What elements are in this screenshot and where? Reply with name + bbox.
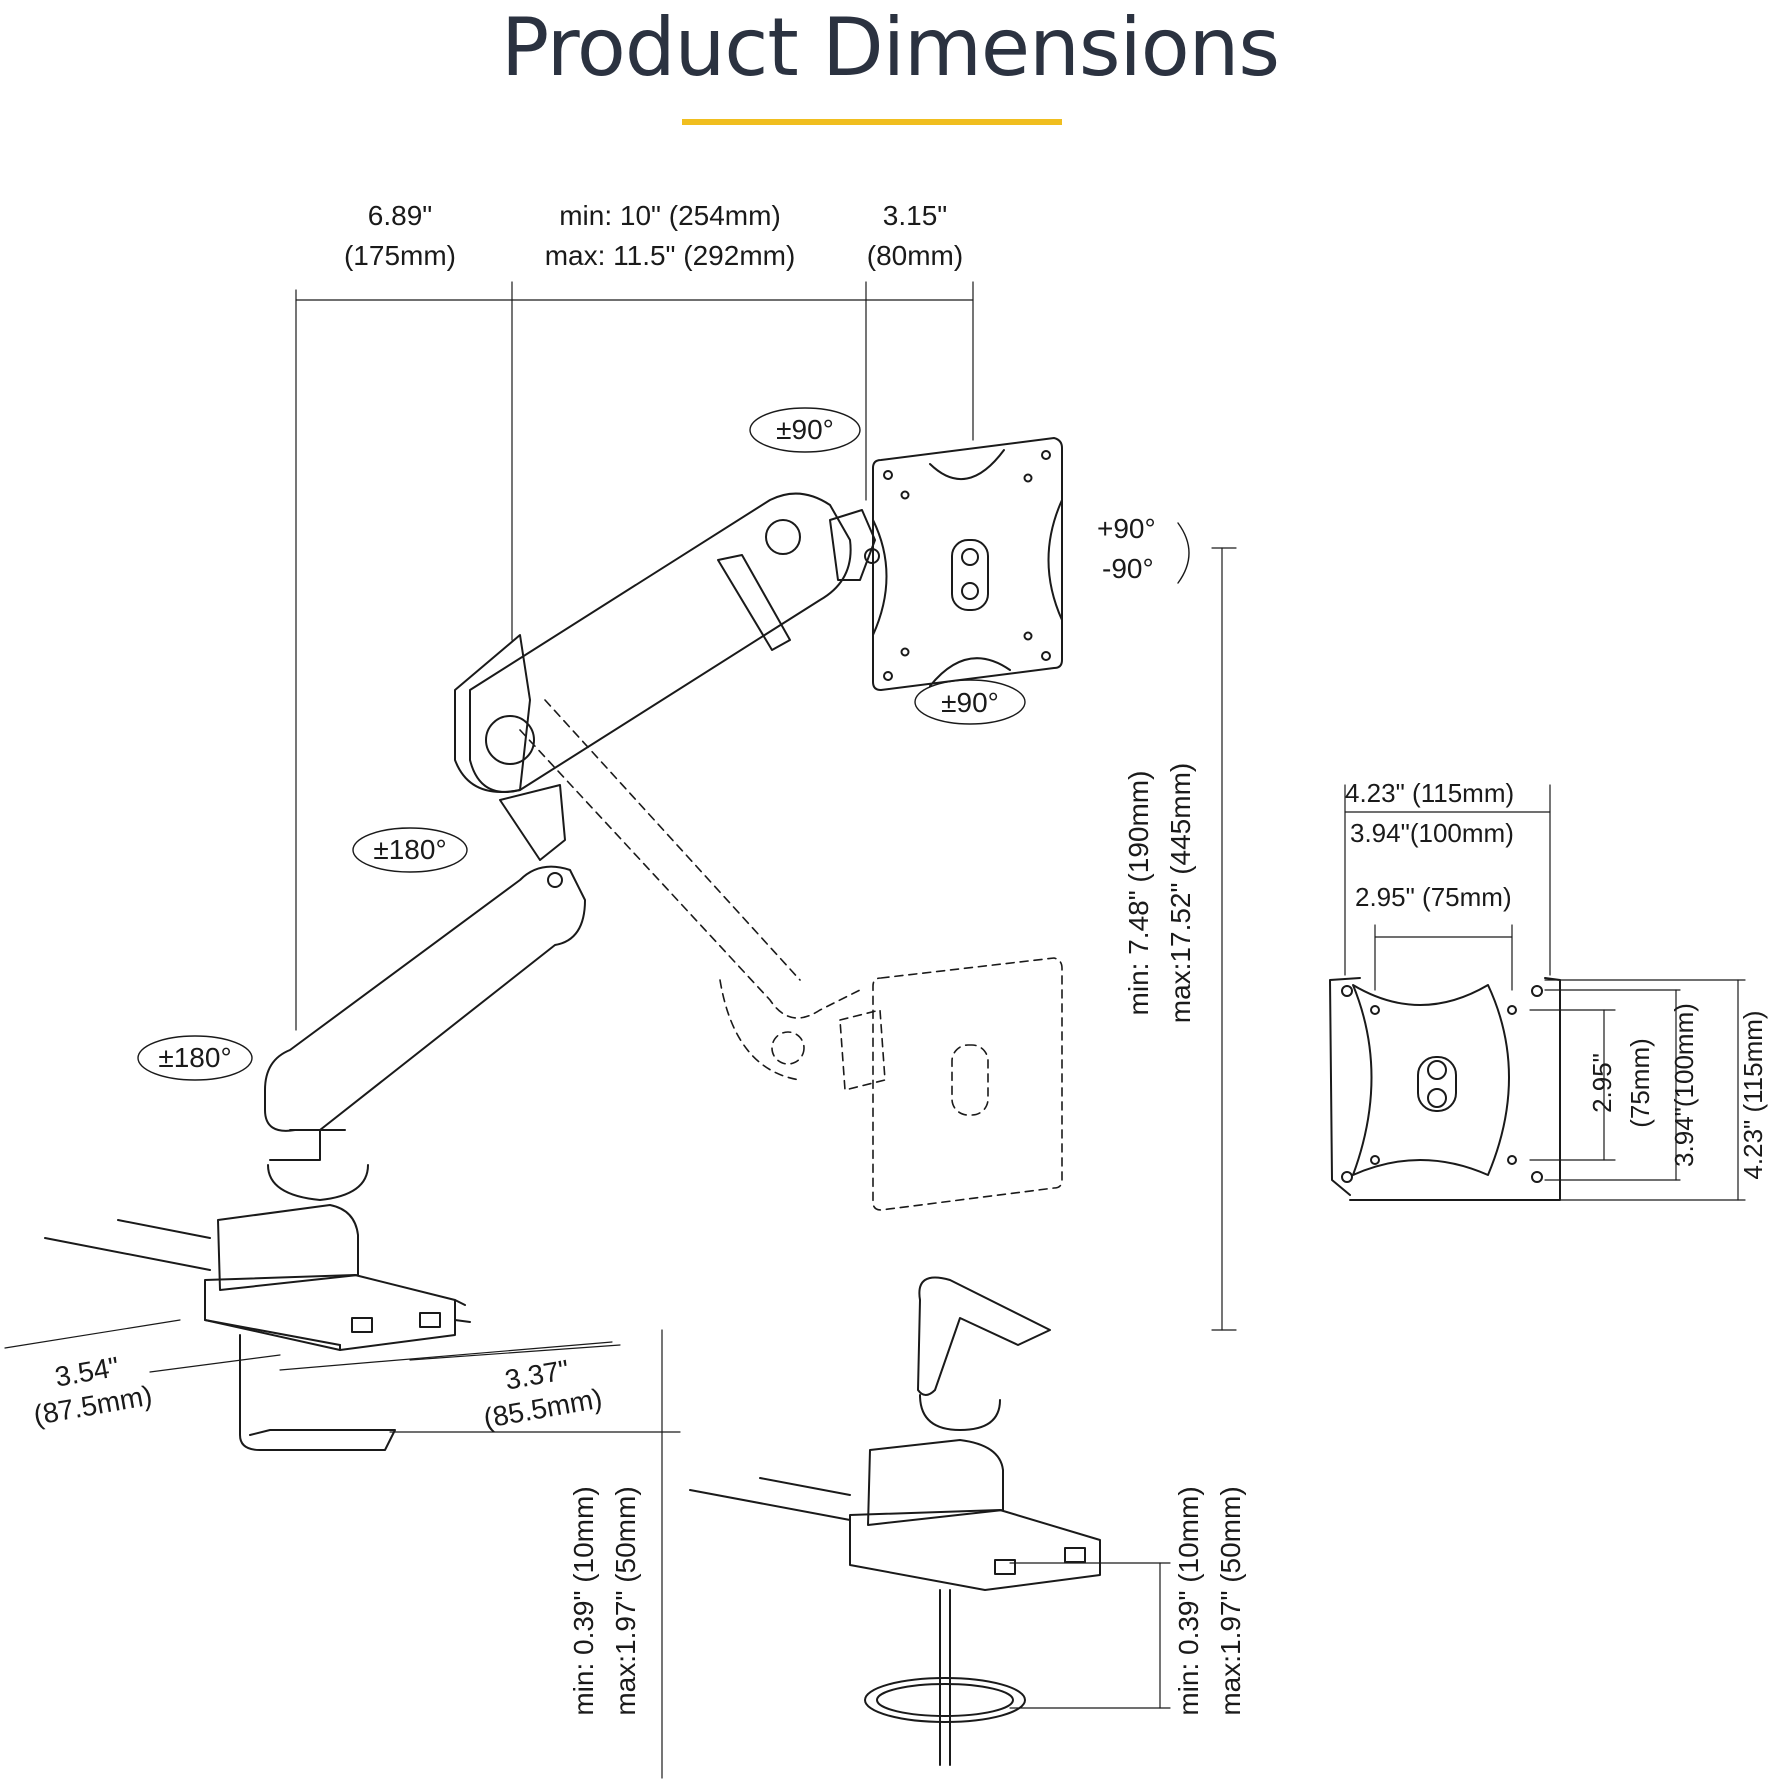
- vesa-dimension-lines: [1344, 784, 1746, 1201]
- upper-vesa-plate: [872, 437, 1063, 691]
- grommet-thickness-max: max:1.97" (50mm): [1215, 1486, 1246, 1716]
- clamp-thickness-label: min: 0.39" (10mm) max:1.97" (50mm): [567, 1461, 643, 1741]
- head-offset-inch: 3.15": [882, 200, 948, 231]
- alternate-position-ghost: [519, 699, 1063, 1211]
- title-underline: [682, 119, 1062, 125]
- grommet-thickness-label: min: 0.39" (10mm) max:1.97" (50mm): [1172, 1461, 1248, 1741]
- vesa-detail: [1329, 977, 1561, 1201]
- grommet-dimension-lines: [1009, 1562, 1171, 1709]
- arm-extension-min: min: 10" (254mm): [559, 200, 781, 231]
- height-dimension-line: [1211, 547, 1237, 1331]
- base-offset-label: 6.89" (175mm): [320, 199, 480, 273]
- head-offset-mm: (80mm): [866, 240, 964, 271]
- grommet-base: [689, 1276, 1101, 1766]
- vesa-h-115-label: 4.23" (115mm): [1345, 778, 1515, 808]
- head-swivel-label: ±90°: [776, 414, 834, 445]
- head-tilt-label: ±90°: [941, 687, 999, 718]
- clamp-dimension-lines: [4, 1319, 681, 1779]
- head-offset-label: 3.15" (80mm): [845, 199, 985, 273]
- height-range-label: min: 7.48" (190mm) max:17.52" (445mm): [1122, 743, 1198, 1043]
- vesa-v-75-inch: 2.95": [1587, 1053, 1617, 1113]
- arm-extension-max: max: 11.5" (292mm): [544, 240, 796, 271]
- vesa-v-115-label: 4.23" (115mm): [1738, 1010, 1768, 1180]
- elbow-swivel-label: ±180°: [373, 834, 447, 865]
- height-range-max: max:17.52" (445mm): [1165, 762, 1196, 1024]
- rotation-ellipses: [137, 407, 1190, 1081]
- base-swivel-label: ±180°: [158, 1042, 232, 1073]
- arm-extension-label: min: 10" (254mm) max: 11.5" (292mm): [520, 199, 820, 273]
- rotate-plus-label: +90°: [1097, 513, 1156, 544]
- upper-arm: [454, 492, 880, 793]
- page-title: Product Dimensions: [500, 1, 1280, 94]
- vesa-v-75-mm: (75mm): [1625, 1038, 1655, 1128]
- clamp-thickness-max: max:1.97" (50mm): [610, 1486, 641, 1716]
- vesa-v-100-label: 3.94"(100mm): [1669, 1003, 1699, 1167]
- height-range-min: min: 7.48" (190mm): [1123, 770, 1154, 1016]
- vesa-h-100-label: 3.94"(100mm): [1350, 818, 1514, 848]
- base-offset-inch: 6.89": [367, 200, 433, 231]
- lower-arm: [264, 784, 586, 1161]
- top-dimension-lines: [295, 281, 974, 1031]
- vesa-h-75-label: 2.95" (75mm): [1355, 882, 1512, 912]
- grommet-thickness-min: min: 0.39" (10mm): [1173, 1486, 1204, 1716]
- vesa-v-75-label: 2.95" (75mm): [1585, 1023, 1655, 1143]
- clamp-thickness-min: min: 0.39" (10mm): [568, 1486, 599, 1716]
- rotate-minus-label: -90°: [1102, 553, 1154, 584]
- base-offset-mm: (175mm): [343, 240, 456, 271]
- desk-base: [44, 1164, 471, 1451]
